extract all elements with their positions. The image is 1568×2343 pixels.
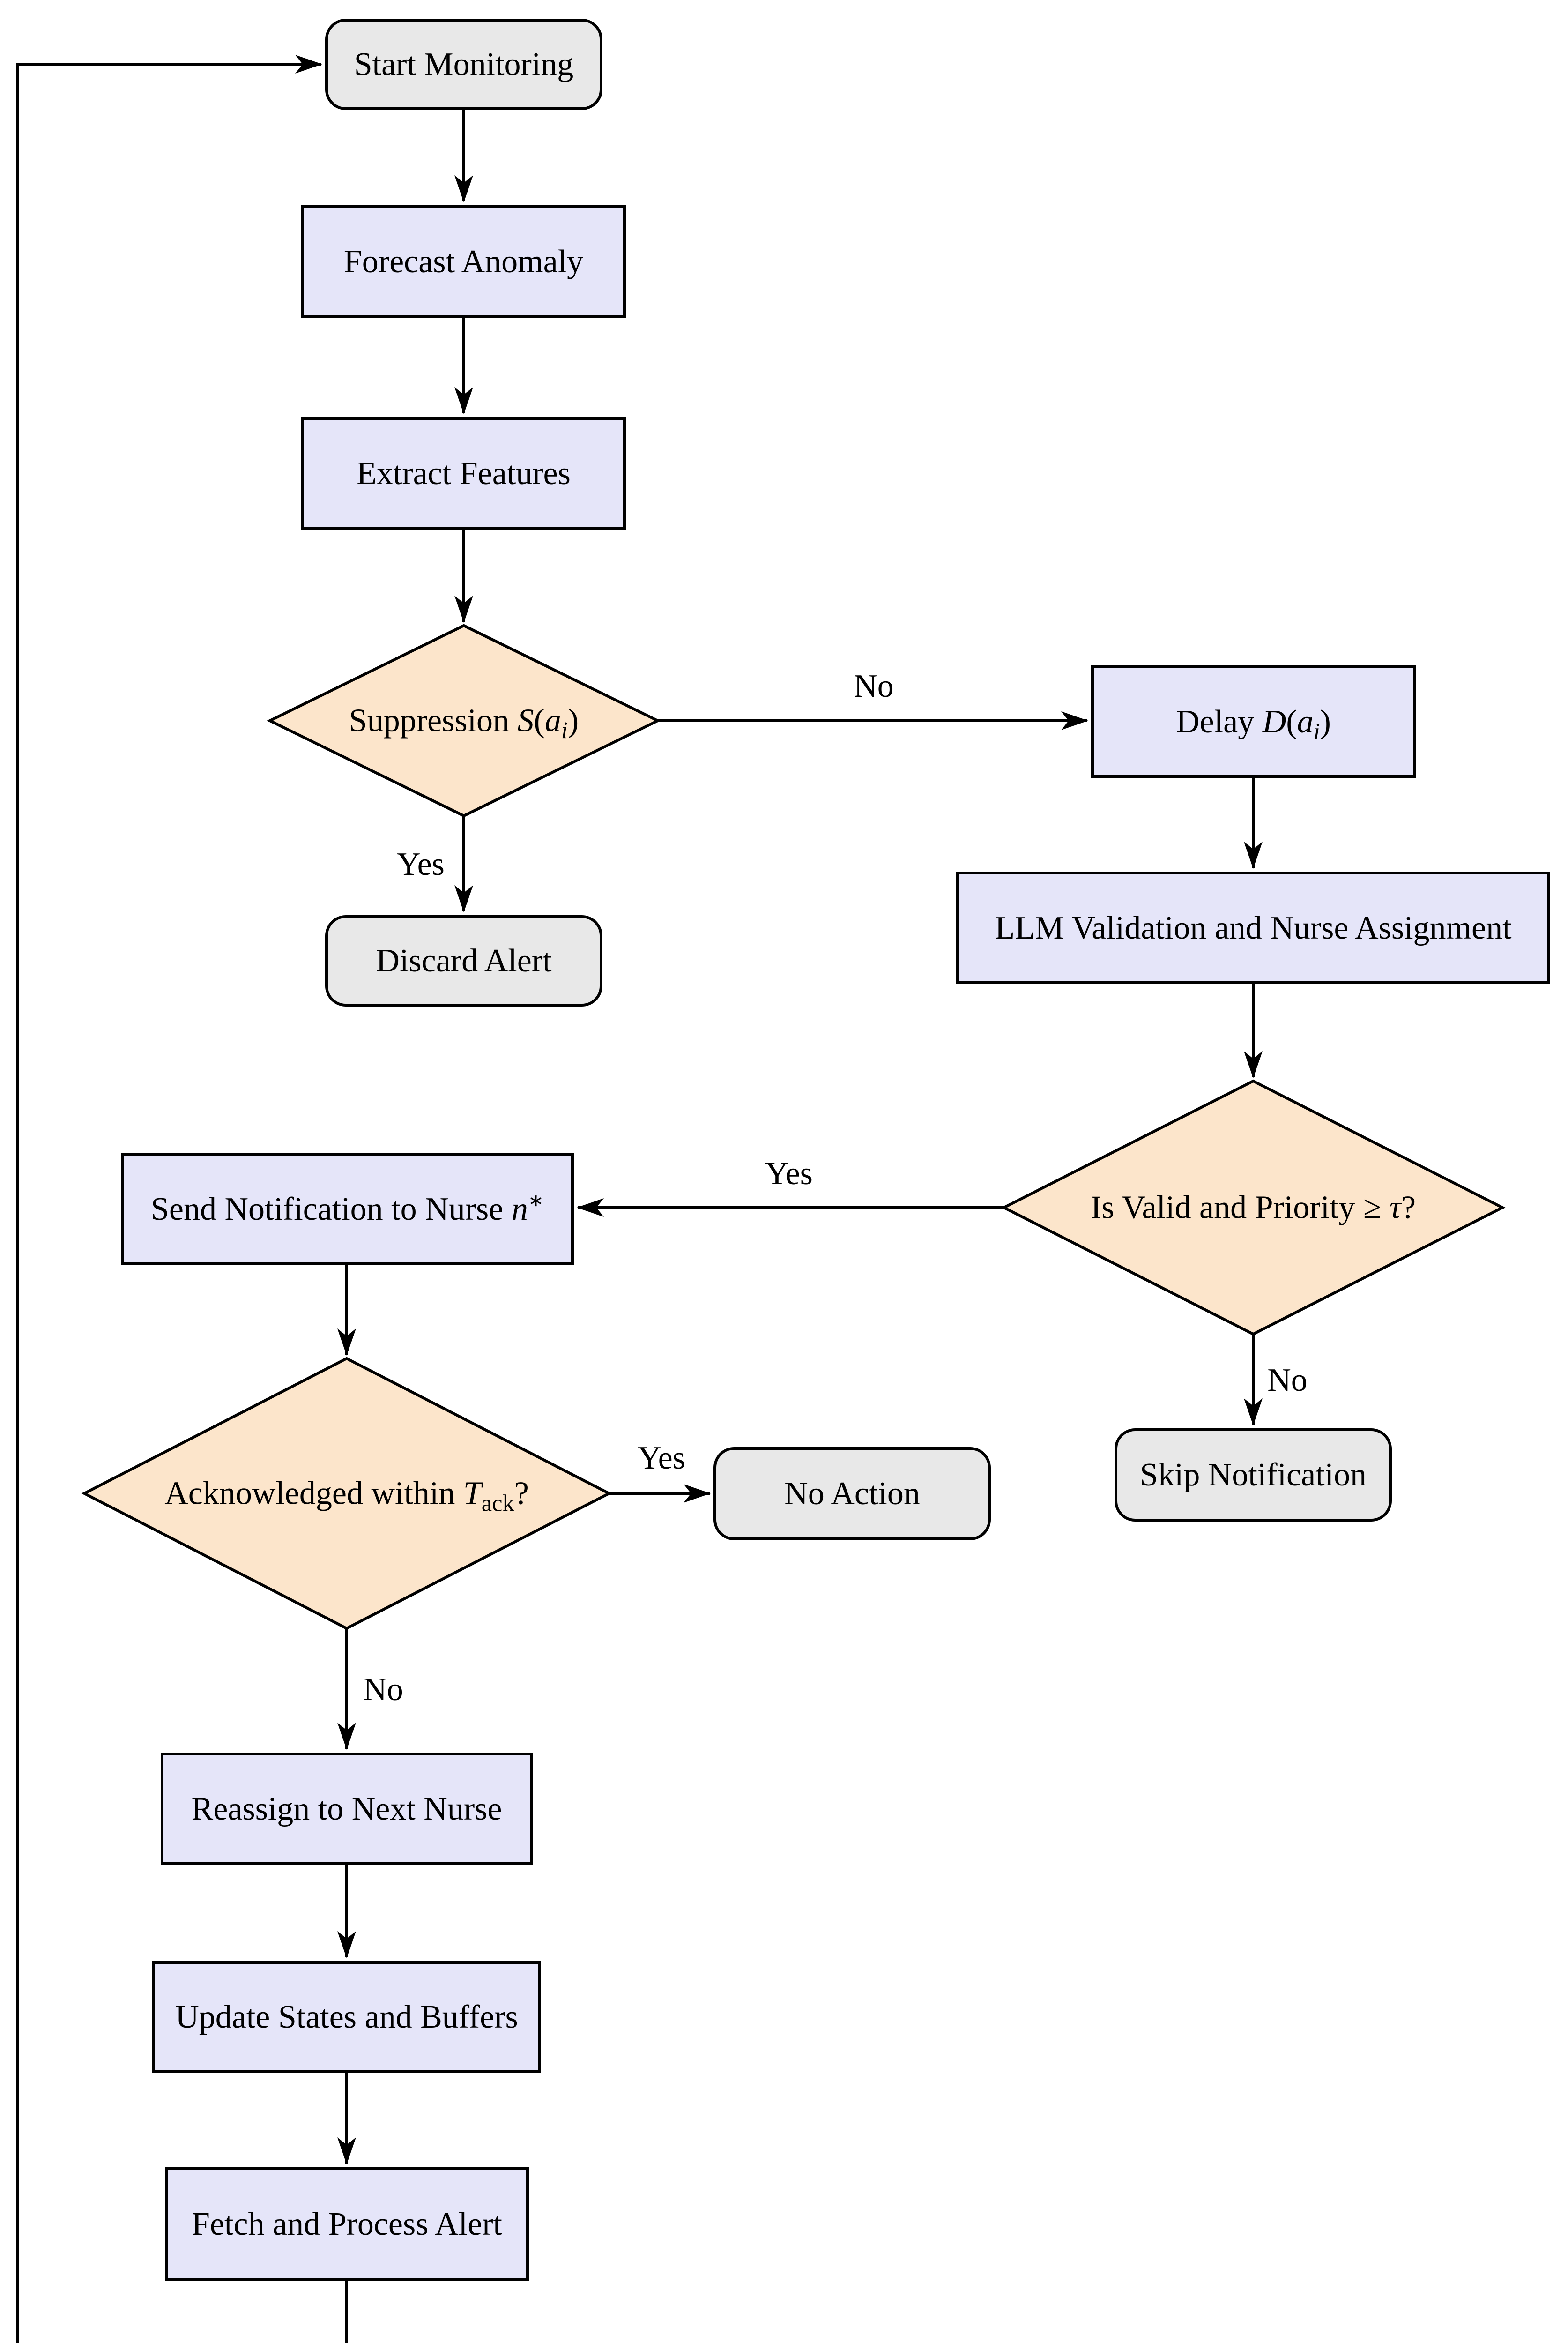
edge-label-suppression-no: No (854, 668, 894, 704)
node-skip-notification-label: Skip Notification (1139, 1457, 1367, 1493)
edge-label-isvalid-yes: Yes (765, 1156, 813, 1192)
decision-acknowledged-label: Acknowledged within Tack? (164, 1475, 529, 1516)
node-skip-notification: Skip Notification (1115, 1428, 1392, 1522)
node-fetch-process-alert: Fetch and Process Alert (165, 2167, 529, 2281)
node-update-states-buffers-label: Update States and Buffers (175, 1999, 518, 2035)
node-forecast-anomaly-label: Forecast Anomaly (343, 243, 584, 280)
node-forecast-anomaly: Forecast Anomaly (301, 205, 626, 318)
decision-is-valid-shape (1001, 1079, 1506, 1336)
node-send-notification-label: Send Notification to Nurse n∗ (150, 1187, 544, 1227)
edge-label-ack-yes: Yes (638, 1440, 685, 1476)
edge-label-isvalid-no: No (1267, 1362, 1308, 1398)
node-extract-features: Extract Features (301, 417, 626, 530)
node-delay: Delay D(ai) (1091, 665, 1416, 778)
node-delay-label: Delay D(ai) (1176, 703, 1331, 745)
node-start-monitoring-label: Start Monitoring (354, 46, 574, 82)
decision-acknowledged-shape (81, 1357, 612, 1630)
edge-end-loop-start (16, 55, 322, 2343)
decision-is-valid-label: Is Valid and Priority ≥ τ? (1090, 1189, 1416, 1226)
edge-label-ack-no: No (363, 1671, 403, 1708)
node-reassign-next-nurse: Reassign to Next Nurse (161, 1753, 533, 1865)
node-discard-alert-label: Discard Alert (376, 943, 552, 979)
edge-label-suppression-yes: Yes (397, 846, 445, 882)
node-no-action-label: No Action (784, 1476, 920, 1512)
decision-suppression-shape (267, 624, 661, 818)
node-fetch-process-alert-label: Fetch and Process Alert (192, 2206, 502, 2242)
node-llm-validation: LLM Validation and Nurse Assignment (956, 872, 1550, 984)
node-start-monitoring: Start Monitoring (325, 19, 602, 110)
node-reassign-next-nurse-label: Reassign to Next Nurse (191, 1791, 502, 1827)
node-extract-features-label: Extract Features (357, 455, 571, 492)
node-no-action: No Action (713, 1447, 991, 1540)
node-llm-validation-label: LLM Validation and Nurse Assignment (995, 910, 1512, 946)
decision-suppression-label: Suppression S(ai) (349, 702, 579, 744)
node-update-states-buffers: Update States and Buffers (152, 1961, 541, 2073)
node-discard-alert: Discard Alert (325, 915, 602, 1007)
node-send-notification: Send Notification to Nurse n∗ (121, 1153, 574, 1265)
